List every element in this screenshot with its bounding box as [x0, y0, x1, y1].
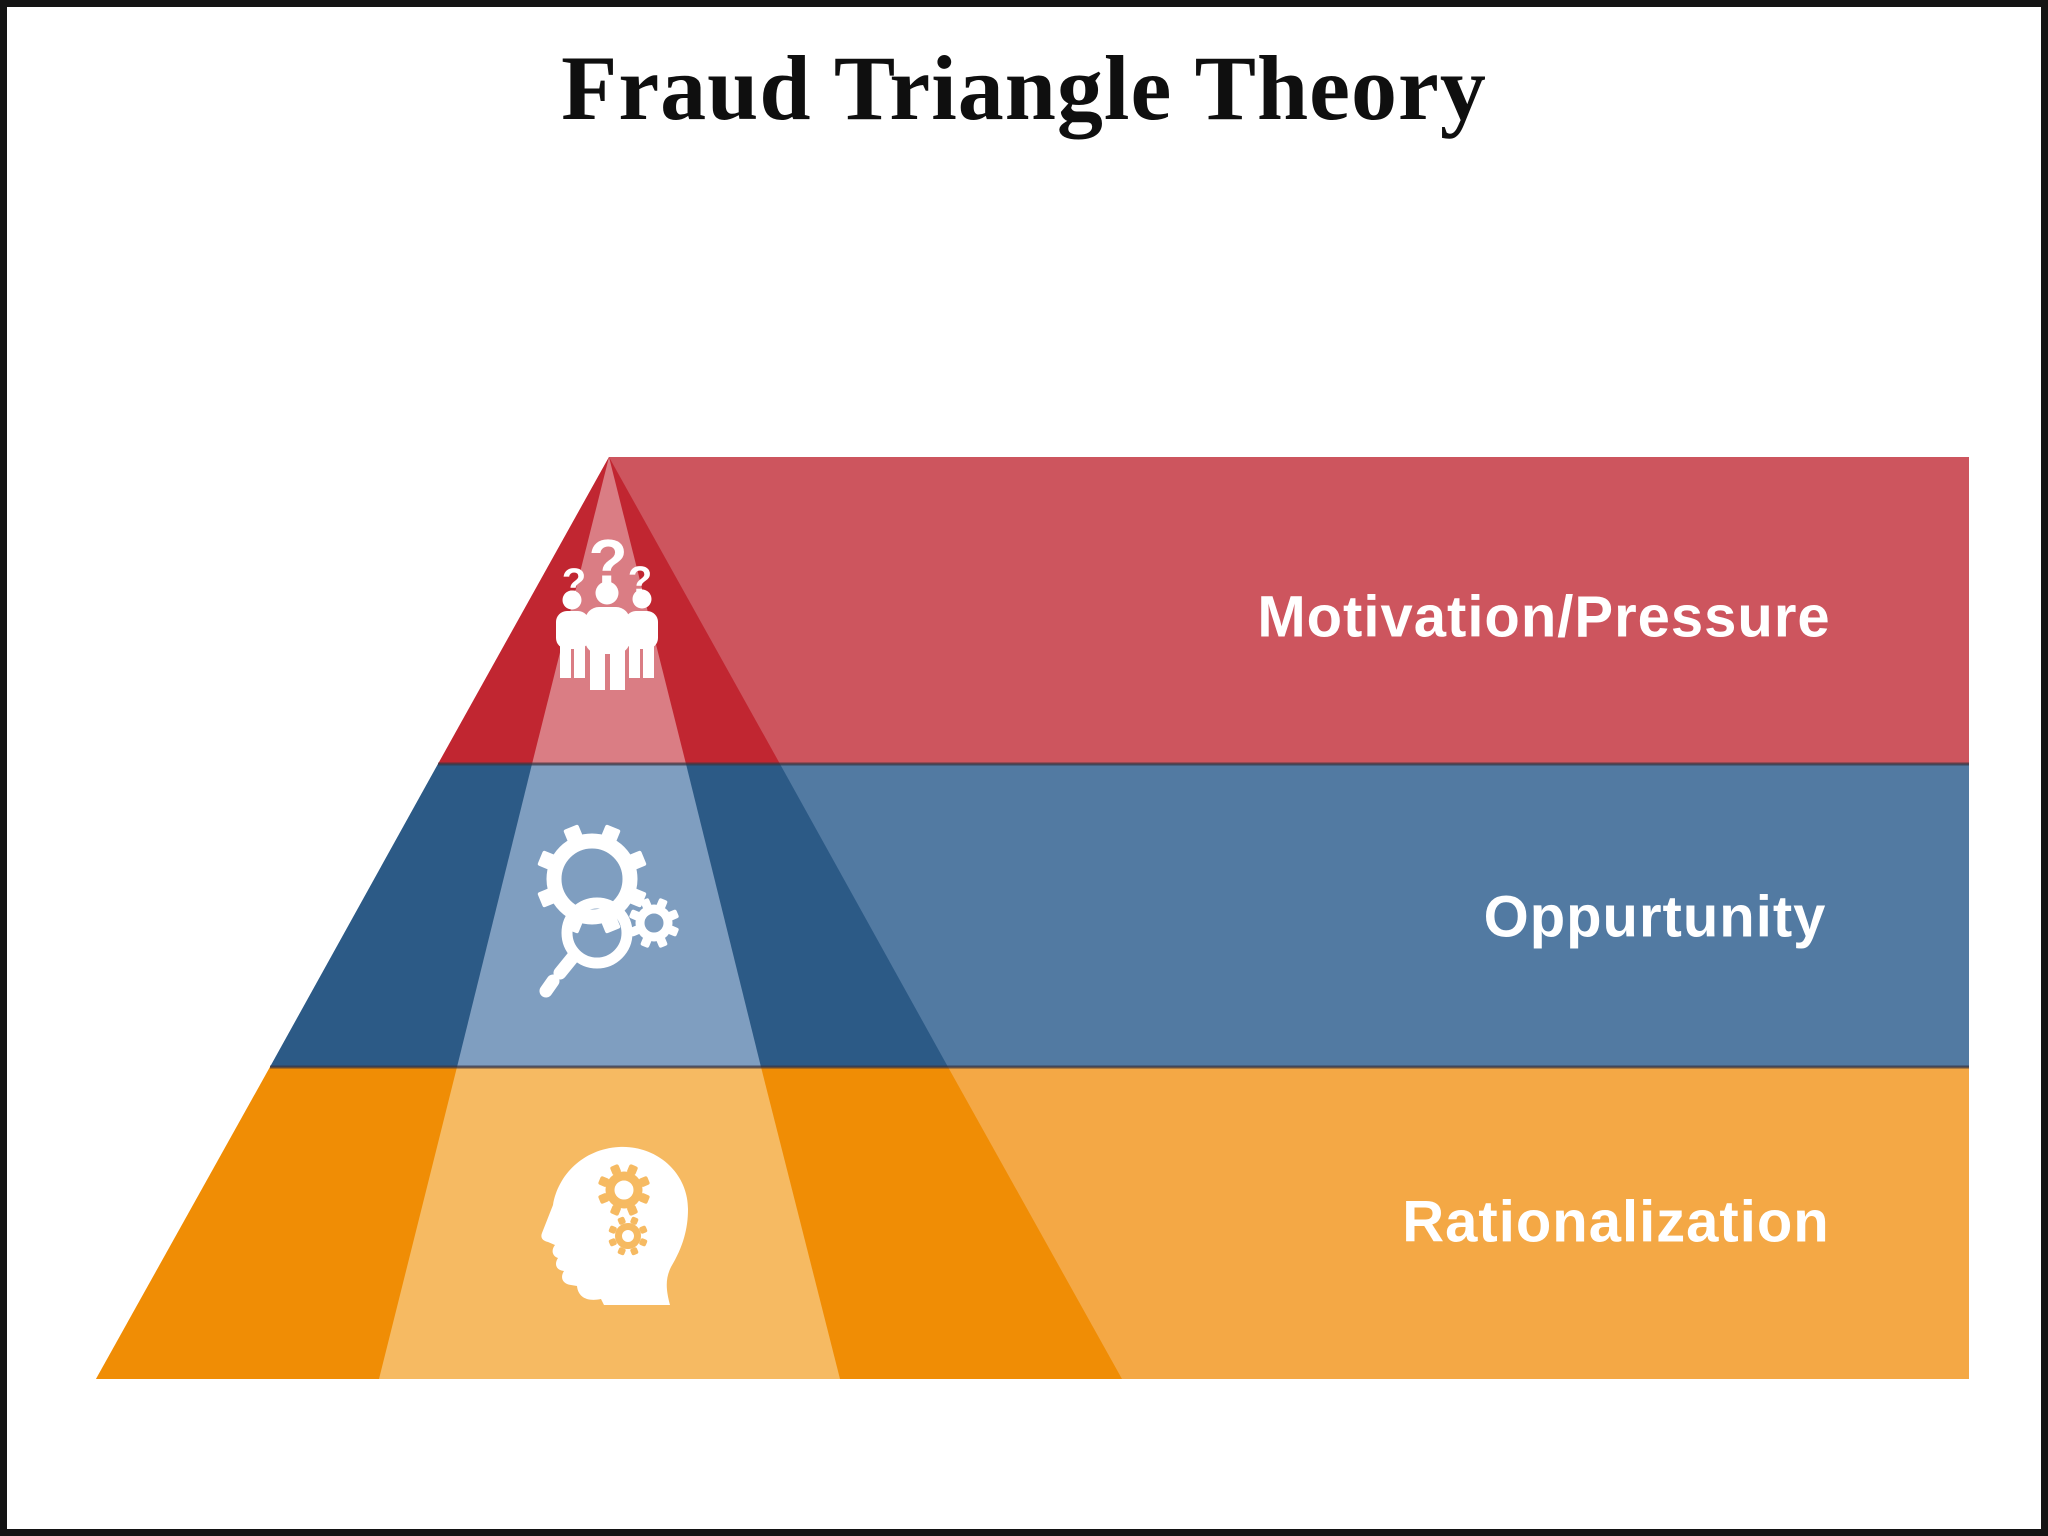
- level-label-motivation: Motivation/Pressure: [1257, 584, 1831, 650]
- magnifier-handle-tip: [539, 974, 560, 998]
- fraud-pyramid-diagram: ? ? ?: [96, 457, 1969, 1379]
- head-silhouette: [541, 1146, 688, 1305]
- small-brain-gear-icon: [608, 1216, 648, 1256]
- head-with-gears-icon: [541, 1146, 688, 1305]
- large-brain-gear-icon: [598, 1164, 650, 1216]
- gears-with-magnifier-icon: [537, 824, 679, 998]
- level-label-rationalization: Rationalization: [1402, 1189, 1830, 1255]
- band-motivation: [438, 457, 1969, 764]
- magnifier-lens: [561, 897, 633, 969]
- level-label-opportunity: Oppurtunity: [1483, 884, 1827, 950]
- people-with-question-marks-icon: ? ? ?: [556, 526, 658, 690]
- magnifier-handle: [553, 950, 580, 980]
- page-title: Fraud Triangle Theory: [561, 37, 1487, 139]
- small-gear-icon: [629, 898, 679, 948]
